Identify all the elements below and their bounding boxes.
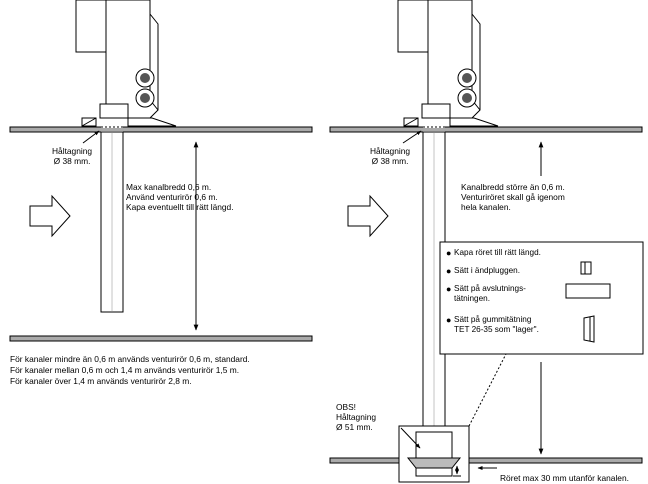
right-hole-leader bbox=[402, 130, 422, 144]
right-duct-wall-top bbox=[329, 126, 643, 133]
obs-label: OBS! Håltagning Ø 51 mm. bbox=[336, 402, 377, 432]
bullet-icon: ● bbox=[446, 315, 452, 325]
left-hole-label: Håltagning Ø 38 mm. bbox=[52, 146, 93, 166]
detail-callout-line bbox=[468, 353, 507, 427]
step-item: ● Sätt i ändpluggen. bbox=[446, 266, 521, 276]
right-spec-text: Kanalbredd större än 0,6 m. Venturiröret… bbox=[461, 182, 565, 212]
obs-leader bbox=[400, 427, 421, 449]
step-item: ● Sätt på avslutnings- tätningen. bbox=[446, 284, 526, 303]
right-flow-arrow bbox=[347, 194, 389, 238]
bullet-icon: ● bbox=[446, 284, 452, 294]
step-item: ● Kapa röret till rätt längd. bbox=[446, 248, 541, 258]
note-line: För kanaler mellan 0,6 m och 1,4 m använ… bbox=[10, 365, 240, 375]
left-duct-wall-bottom bbox=[9, 335, 313, 342]
rubber-seal-icon bbox=[583, 315, 595, 343]
bullet-icon: ● bbox=[446, 266, 452, 276]
bottom-note: Röret max 30 mm utanför kanalen. bbox=[500, 473, 629, 483]
step-item: ● Sätt på gummitätning TET 26-35 som "la… bbox=[446, 315, 539, 334]
end-plug-icon bbox=[580, 261, 592, 275]
left-hole-leader bbox=[82, 130, 100, 144]
left-spec-text: Max kanalbredd 0,6 m. Använd venturirör … bbox=[126, 182, 234, 212]
left-duct-wall-top bbox=[9, 126, 313, 133]
right-duct-wall-bottom bbox=[329, 457, 643, 464]
bullet-icon: ● bbox=[446, 248, 452, 258]
note-line: För kanaler mindre än 0,6 m används vent… bbox=[10, 354, 250, 364]
left-notes: För kanaler mindre än 0,6 m används vent… bbox=[10, 354, 250, 387]
right-sensor-unit bbox=[397, 0, 499, 127]
right-hole-label: Håltagning Ø 38 mm. bbox=[370, 146, 411, 166]
left-sensor-unit bbox=[75, 0, 177, 127]
end-seal-icon bbox=[565, 283, 611, 299]
note-line: För kanaler över 1,4 m används venturirö… bbox=[10, 376, 192, 386]
left-flow-arrow bbox=[29, 194, 71, 238]
